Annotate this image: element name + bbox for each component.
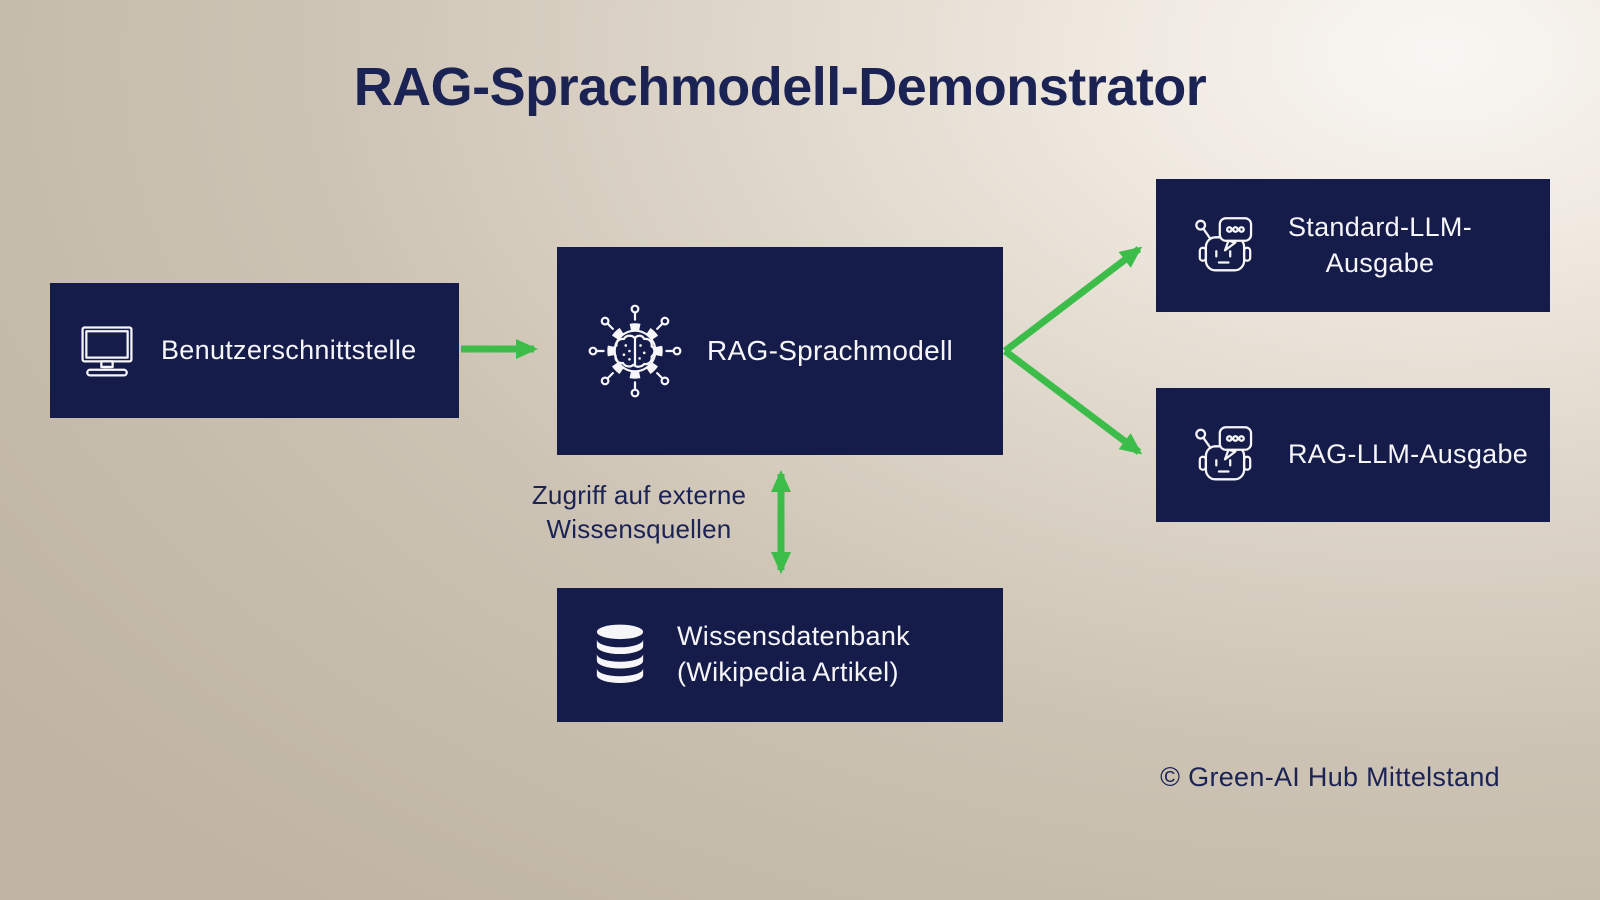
robot-chat-icon <box>1192 425 1258 485</box>
node-standard-llm-output: Standard-LLM- Ausgabe <box>1156 179 1550 312</box>
label-line-2: (Wikipedia Artikel) <box>677 657 899 687</box>
node-label-rag-llm-output: RAG-LLM-Ausgabe <box>1288 439 1529 470</box>
node-knowledge-database: Wissensdatenbank (Wikipedia Artikel) <box>557 588 1003 722</box>
node-label-knowledge-database: Wissensdatenbank (Wikipedia Artikel) <box>677 619 910 690</box>
ai-gear-brain-network-icon <box>587 303 683 399</box>
node-rag-model: RAG-Sprachmodell <box>557 247 1003 455</box>
database-icon <box>593 623 647 687</box>
page-title: RAG-Sprachmodell-Demonstrator <box>353 57 1207 117</box>
monitor-icon <box>76 323 138 379</box>
robot-chat-icon <box>1192 216 1258 276</box>
arrow-model-to-rag-output <box>1002 348 1143 455</box>
node-rag-llm-output: RAG-LLM-Ausgabe <box>1156 388 1550 522</box>
edge-label-line-2: Wissensquellen <box>546 514 732 544</box>
arrow-model-to-standard-output <box>1002 246 1143 354</box>
node-label-standard-llm-output: Standard-LLM- Ausgabe <box>1288 210 1472 281</box>
label-line-1: Wissensdatenbank <box>677 621 910 652</box>
node-user-interface: Benutzerschnittstelle <box>50 283 459 418</box>
edge-label-line-1: Zugriff auf externe <box>531 480 747 510</box>
node-label-rag-model: RAG-Sprachmodell <box>707 334 953 366</box>
edge-label-external-knowledge: Zugriff auf externe Wissensquellen <box>516 478 762 546</box>
label-line-1: Standard-LLM- <box>1288 211 1472 242</box>
node-label-user-interface: Benutzerschnittstelle <box>161 334 417 365</box>
label-line-2: Ausgabe <box>1325 247 1435 278</box>
copyright-text: © Green-AI Hub Mittelstand <box>1160 762 1500 792</box>
